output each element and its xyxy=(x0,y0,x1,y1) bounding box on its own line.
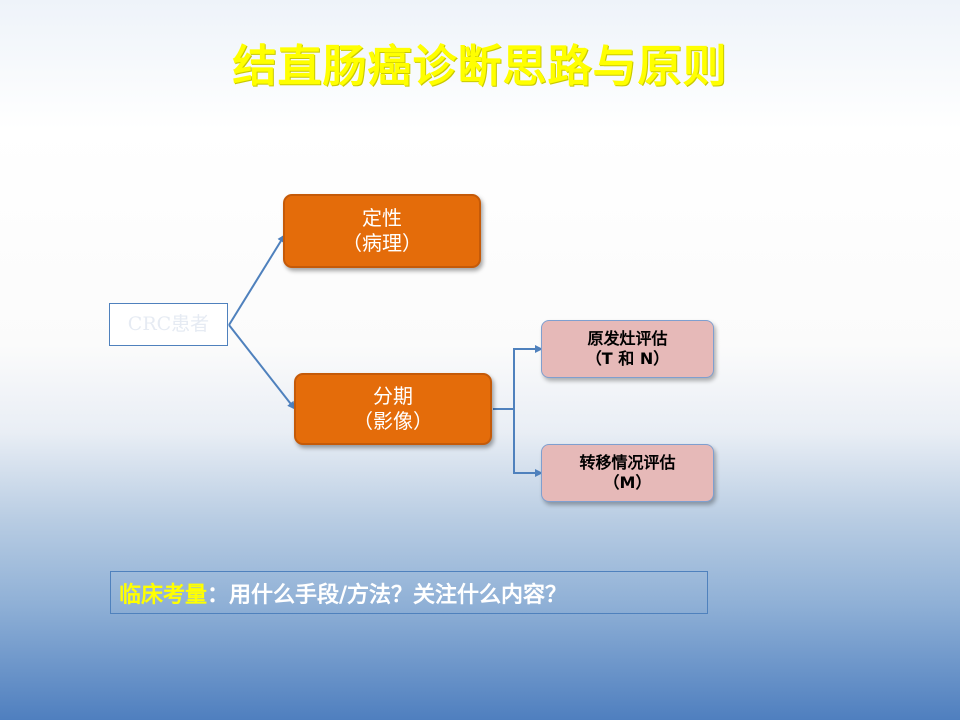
slide-title: 结直肠癌诊断思路与原则 xyxy=(232,41,728,92)
metastasis-line2: （M） xyxy=(603,473,652,492)
metastasis-box: 转移情况评估 （M） xyxy=(541,444,714,502)
metastasis-line1: 转移情况评估 xyxy=(579,453,676,472)
clinical-text: ：用什么手段/方法？关注什么内容？ xyxy=(207,582,568,608)
crc-patient-label: CRC患者 xyxy=(127,312,210,335)
clinical-label: 临床考量 xyxy=(119,582,208,608)
arrow-to-staging xyxy=(228,324,296,410)
staging-box: 分期 （影像） xyxy=(294,373,492,445)
qualitative-line2: （病理） xyxy=(342,231,422,255)
elbow-to-metastasis xyxy=(513,409,543,477)
elbow-to-primary xyxy=(513,345,543,409)
qualitative-box: 定性 （病理） xyxy=(283,194,481,268)
crc-patient-box: CRC患者 xyxy=(109,303,228,346)
staging-line1: 分期 xyxy=(373,384,413,408)
clinical-considerations: 临床考量：用什么手段/方法？关注什么内容？ xyxy=(110,571,708,614)
arrow-to-qualitative xyxy=(228,234,286,326)
primary-line1: 原发灶评估 xyxy=(587,329,668,348)
primary-line2: （T 和 N） xyxy=(585,349,670,368)
qualitative-line1: 定性 xyxy=(362,206,402,230)
primary-tumor-box: 原发灶评估 （T 和 N） xyxy=(541,320,714,378)
staging-line2: （影像） xyxy=(353,409,433,433)
